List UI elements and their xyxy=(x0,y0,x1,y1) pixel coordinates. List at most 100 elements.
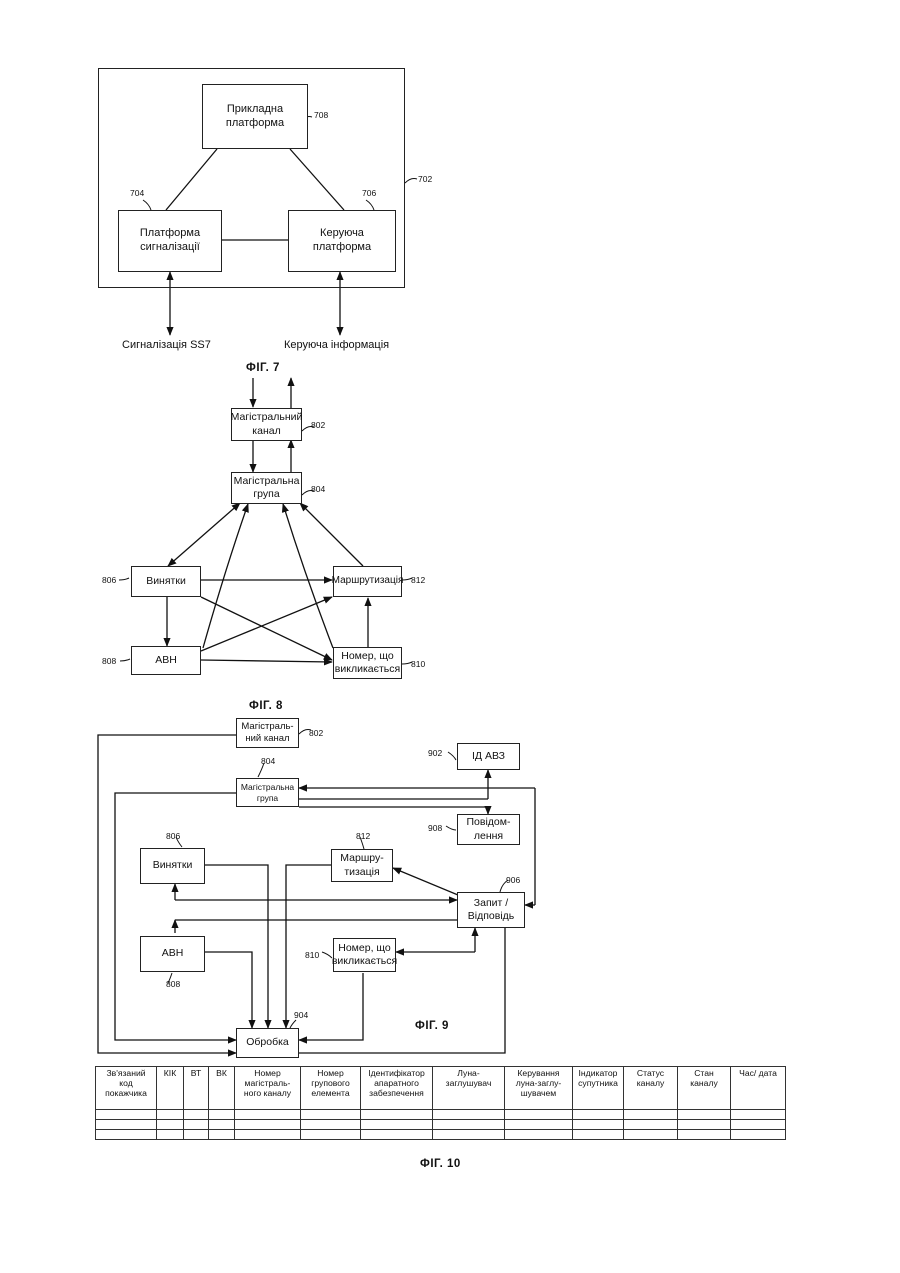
table-cell xyxy=(573,1130,624,1140)
col-vt: ВТ xyxy=(184,1067,209,1110)
fig9-id-avz: ІД АВЗ xyxy=(457,743,520,770)
fig7-ref-704: 704 xyxy=(130,188,144,198)
fig10-caption: ФІГ. 10 xyxy=(420,1158,461,1170)
table-cell xyxy=(731,1130,786,1140)
table-cell xyxy=(184,1110,209,1120)
table-cell xyxy=(624,1120,678,1130)
fig7-ref-702: 702 xyxy=(418,174,432,184)
table-cell xyxy=(157,1120,184,1130)
table-cell xyxy=(209,1120,235,1130)
fig8-ref-808: 808 xyxy=(102,656,116,666)
col-group-element-number: Номер групового елемента xyxy=(301,1067,361,1110)
fig9-trunk-group: Магістральна група xyxy=(236,778,299,807)
table-row xyxy=(96,1130,786,1140)
fig9-caption: ФІГ. 9 xyxy=(415,1020,449,1032)
col-linked-pointer-code: Зв'язаний код покажчика xyxy=(96,1067,157,1110)
table-cell xyxy=(96,1130,157,1140)
fig8-ref-802: 802 xyxy=(311,420,325,430)
col-time-date: Час/ дата xyxy=(731,1067,786,1110)
table-cell xyxy=(209,1130,235,1140)
fig8-routing: Маршрутизація xyxy=(333,566,402,597)
fig9-trunk-channel: Магістраль- ний канал xyxy=(236,718,299,748)
fig8-caption: ФІГ. 8 xyxy=(249,700,283,712)
fig9-ref-908: 908 xyxy=(428,823,442,833)
fig7-application-platform: Прикладна платформа xyxy=(202,84,308,149)
table-cell xyxy=(433,1110,505,1120)
fig8-trunk-channel: Магістральний канал xyxy=(231,408,302,441)
table-cell xyxy=(678,1120,731,1130)
col-echo-canceller-control: Керування луна-заглу- шувачем xyxy=(505,1067,573,1110)
fig7-ss7-label: Сигналізація SS7 xyxy=(122,339,211,351)
table-cell xyxy=(157,1110,184,1120)
fig9-ref-802: 802 xyxy=(309,728,323,738)
col-kik: КІК xyxy=(157,1067,184,1110)
fig8-ref-810: 810 xyxy=(411,659,425,669)
fig9-ref-904: 904 xyxy=(294,1010,308,1020)
fig8-ref-804: 804 xyxy=(311,484,325,494)
fig9-exceptions: Винятки xyxy=(140,848,205,884)
fig9-processing: Обробка xyxy=(236,1028,299,1058)
col-satellite-indicator: Індикатор супутника xyxy=(573,1067,624,1110)
fig9-ref-806: 806 xyxy=(166,831,180,841)
col-channel-state: Стан каналу xyxy=(678,1067,731,1110)
table-cell xyxy=(301,1120,361,1130)
table-cell xyxy=(433,1120,505,1130)
table-cell xyxy=(96,1110,157,1120)
fig8-ref-806: 806 xyxy=(102,575,116,585)
col-channel-status: Статус каналу xyxy=(624,1067,678,1110)
fig10-table-body xyxy=(96,1110,786,1140)
table-cell xyxy=(157,1130,184,1140)
table-cell xyxy=(235,1110,301,1120)
col-hardware-id: Ідентифікатор апаратного забезпечення xyxy=(361,1067,433,1110)
table-cell xyxy=(184,1120,209,1130)
fig9-ref-808: 808 xyxy=(166,979,180,989)
col-echo-canceller: Луна- заглушувач xyxy=(433,1067,505,1110)
table-cell xyxy=(731,1110,786,1120)
table-cell xyxy=(235,1120,301,1130)
fig8-ref-812: 812 xyxy=(411,575,425,585)
fig7-caption: ФІГ. 7 xyxy=(246,362,280,374)
table-cell xyxy=(301,1110,361,1120)
table-cell xyxy=(96,1120,157,1130)
table-cell xyxy=(184,1130,209,1140)
fig9-ref-906: 906 xyxy=(506,875,520,885)
fig10-header-row: Зв'язаний код покажчика КІК ВТ ВК Номер … xyxy=(96,1067,786,1110)
fig9-ref-902: 902 xyxy=(428,748,442,758)
table-cell xyxy=(361,1130,433,1140)
table-cell xyxy=(301,1130,361,1140)
fig9-avn: АВН xyxy=(140,936,205,972)
table-cell xyxy=(505,1130,573,1140)
fig9-called-number: Номер, що викликається xyxy=(333,938,396,972)
table-cell xyxy=(731,1120,786,1130)
fig10-table: Зв'язаний код покажчика КІК ВТ ВК Номер … xyxy=(95,1066,786,1140)
table-row xyxy=(96,1120,786,1130)
fig8-exceptions: Винятки xyxy=(131,566,201,597)
table-cell xyxy=(505,1120,573,1130)
fig7-control-platform: Керуюча платформа xyxy=(288,210,396,272)
table-row xyxy=(96,1110,786,1120)
fig9-message: Повідом- лення xyxy=(457,814,520,845)
fig8-called-number: Номер, що викликається xyxy=(333,647,402,679)
fig8-trunk-group: Магістральна група xyxy=(231,472,302,504)
table-cell xyxy=(235,1130,301,1140)
fig9-request-response: Запит / Відповідь xyxy=(457,892,525,928)
col-trunk-channel-number: Номер магістраль- ного каналу xyxy=(235,1067,301,1110)
fig7-control-info-label: Керуюча інформація xyxy=(284,339,389,351)
fig8-avn: АВН xyxy=(131,646,201,675)
fig9-ref-812: 812 xyxy=(356,831,370,841)
table-cell xyxy=(433,1130,505,1140)
fig7-ref-708: 708 xyxy=(314,110,328,120)
table-cell xyxy=(624,1110,678,1120)
table-cell xyxy=(678,1110,731,1120)
fig7-ref-706: 706 xyxy=(362,188,376,198)
table-cell xyxy=(209,1110,235,1120)
table-cell xyxy=(361,1120,433,1130)
table-cell xyxy=(361,1110,433,1120)
col-vk: ВК xyxy=(209,1067,235,1110)
table-cell xyxy=(624,1130,678,1140)
fig9-ref-804: 804 xyxy=(261,756,275,766)
fig9-ref-810: 810 xyxy=(305,950,319,960)
table-cell xyxy=(505,1110,573,1120)
table-cell xyxy=(573,1120,624,1130)
table-cell xyxy=(573,1110,624,1120)
